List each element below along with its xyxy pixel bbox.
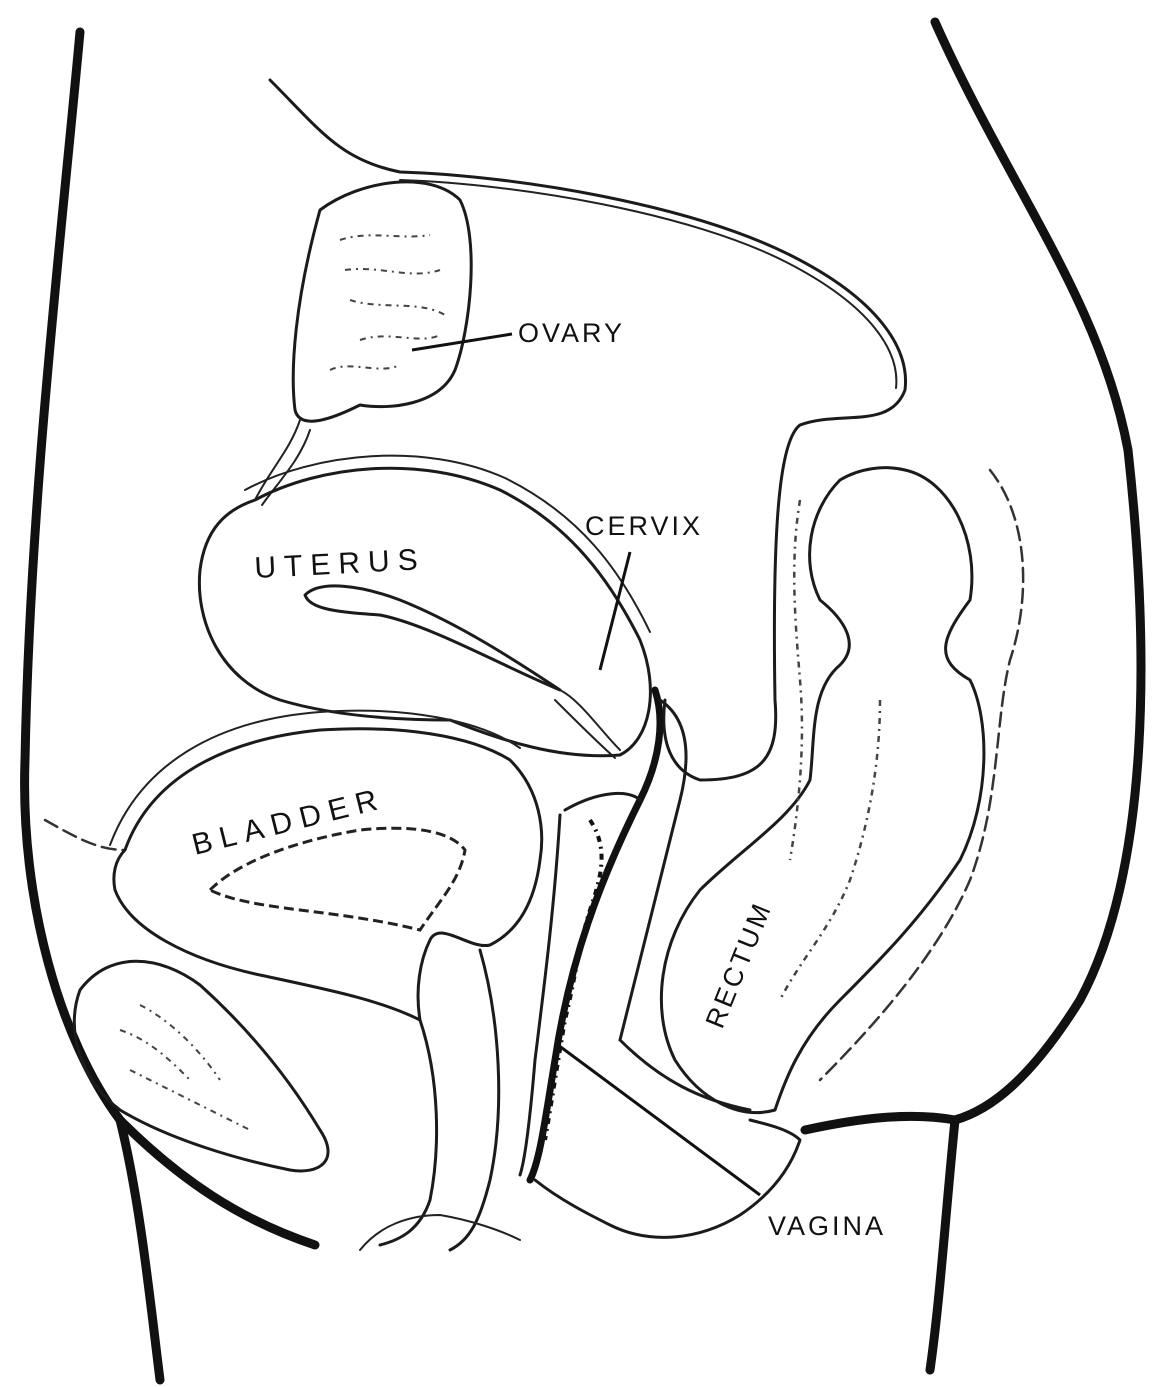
vaginal-wall-anterior: [520, 793, 640, 1175]
thigh-crease: [120, 1120, 315, 1245]
buttock-crease: [805, 1116, 955, 1130]
vagina-label: VAGINA: [768, 1211, 886, 1241]
cervical-canal: [555, 690, 620, 758]
pubic-bone-texture: [120, 1005, 250, 1130]
cervix-label: CERVIX: [585, 511, 703, 541]
bladder-label: BLADDER: [189, 782, 389, 862]
peritoneum-line: [270, 80, 906, 780]
ovary-outline: [293, 182, 471, 421]
bladder-outline: [114, 729, 542, 1020]
perineum: [535, 1040, 800, 1237]
vagina-leader-line: [558, 1045, 760, 1195]
urethra: [380, 950, 499, 1250]
peritoneum-line-inner: [400, 180, 896, 388]
body-outline-front: [25, 32, 160, 1380]
fallopian-tube: [255, 420, 310, 505]
vaginal-outer-wall: [620, 700, 686, 1040]
ovary-texture: [330, 235, 445, 370]
uterus-label: UTERUS: [254, 543, 427, 585]
rectum-inner-wall: [780, 500, 880, 1000]
body-outline-back: [930, 22, 1141, 1370]
ovary-label: OVARY: [518, 318, 625, 348]
pubic-bone: [74, 961, 328, 1171]
rectum-label: RECTUM: [700, 897, 778, 1032]
vaginal-rugae: [545, 820, 602, 1140]
uterus-outline-outer: [245, 456, 650, 632]
uterine-cavity: [305, 586, 560, 690]
